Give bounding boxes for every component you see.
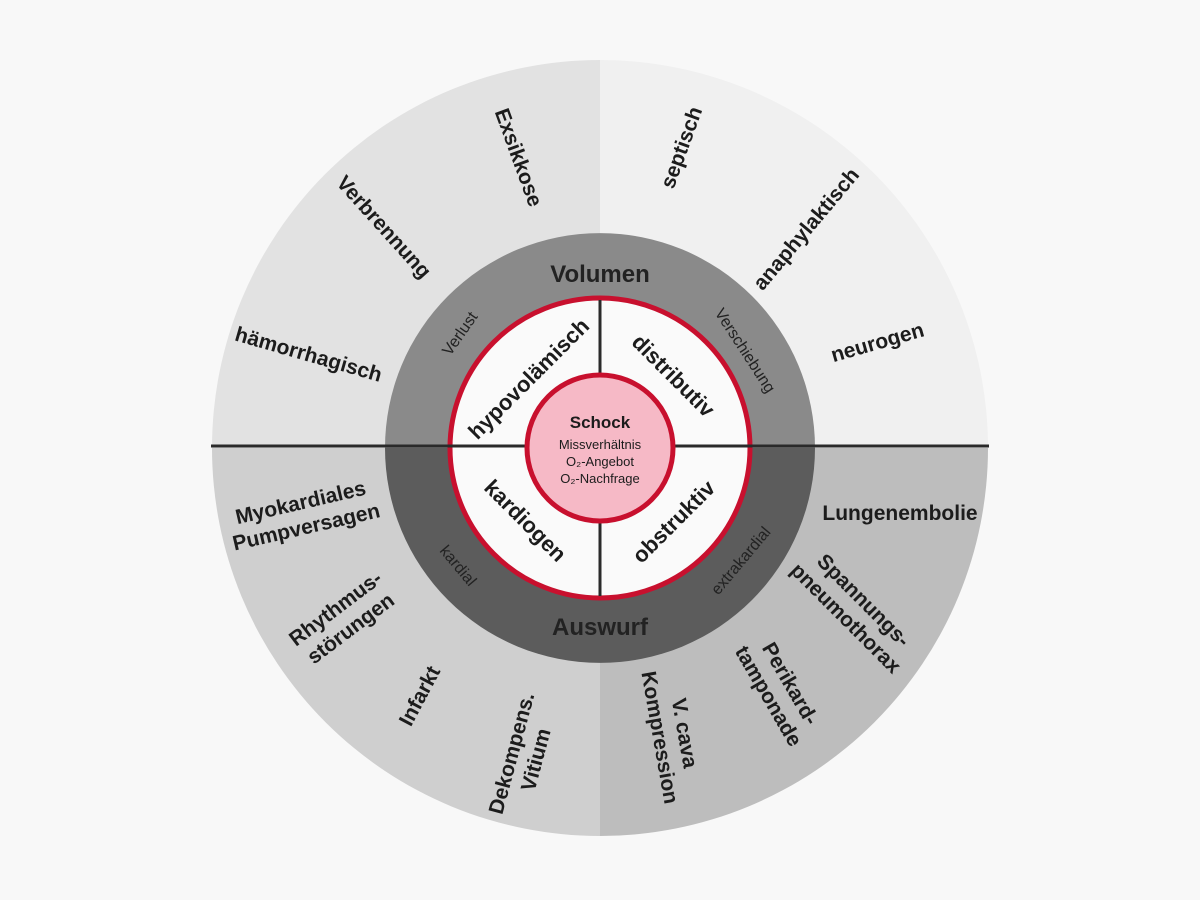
outer-label-lungenembolie: Lungenembolie: [822, 502, 977, 525]
core-title: Schock: [570, 413, 631, 432]
ring-title-auswurf: Auswurf: [552, 614, 649, 641]
ring-title-volumen: Volumen: [550, 261, 650, 288]
core-line-3: O₂-Nachfrage: [560, 471, 639, 486]
core-disc: [524, 372, 676, 524]
core-line-1: Missverhältnis: [559, 437, 642, 452]
core-line-2: O₂-Angebot: [566, 454, 634, 469]
core-circle: [524, 372, 676, 524]
